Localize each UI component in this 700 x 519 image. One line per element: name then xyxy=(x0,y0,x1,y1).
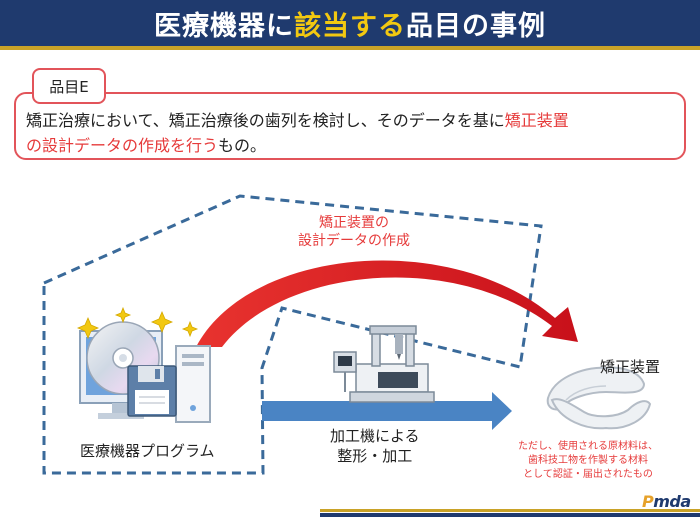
note-line2: 歯科技工物を作製する材料 xyxy=(528,455,648,466)
computer-tower-icon xyxy=(175,345,211,423)
title-part2: 品目の事例 xyxy=(406,10,546,42)
page-title: 医療機器に該当する品目の事例 xyxy=(154,4,546,43)
appliance-label: 矯正装置 xyxy=(600,358,661,376)
computer-illustration xyxy=(76,306,211,423)
pmda-logo: Pmda xyxy=(642,492,691,511)
dashed-boundary xyxy=(42,194,543,475)
description-text2: もの。 xyxy=(218,136,267,155)
description-box xyxy=(14,92,686,160)
description-red2: の設計データの作成を行う xyxy=(26,136,219,155)
cnc-machine-icon xyxy=(333,325,435,403)
footer-gold-line xyxy=(320,509,700,512)
machining-label: 加工機による整形・加工 xyxy=(330,426,420,466)
title-part1: 医療機器に xyxy=(154,10,294,42)
description-text1: 矯正治療において、矯正治療後の歯列を検討し、そのデータを基に xyxy=(26,111,505,130)
floppy-disk-icon xyxy=(127,365,177,417)
logo-p: P xyxy=(642,492,654,511)
title-highlight: 該当する xyxy=(294,10,406,42)
material-note: ただし、使用される原材料は、歯科技工物を作製する材料として認証・届出されたもの xyxy=(518,440,658,482)
machining-label-line2: 整形・加工 xyxy=(337,447,413,465)
machining-label-line1: 加工機による xyxy=(330,427,420,445)
design-data-arc xyxy=(196,260,578,347)
note-line3: として認証・届出されたもの xyxy=(523,469,653,480)
arc-label: 矯正装置の設計データの作成 xyxy=(298,214,410,250)
title-bar: 医療機器に該当する品目の事例 xyxy=(0,0,700,50)
arc-label-line1: 矯正装置の xyxy=(319,215,389,231)
sparkle-icon xyxy=(76,306,199,340)
item-label: 品目E xyxy=(32,68,106,104)
machining-arrow xyxy=(262,392,512,430)
logo-rest: mda xyxy=(653,492,691,511)
note-line1: ただし、使用される原材料は、 xyxy=(518,441,658,452)
dental-aligner-icon xyxy=(546,366,652,430)
program-label: 医療機器プログラム xyxy=(80,442,215,460)
arc-label-line2: 設計データの作成 xyxy=(298,233,410,249)
footer-line xyxy=(320,513,700,517)
description-red1: 矯正装置 xyxy=(504,111,569,130)
description-text: 矯正治療において、矯正治療後の歯列を検討し、そのデータを基に矯正装置の設計データ… xyxy=(26,108,686,158)
